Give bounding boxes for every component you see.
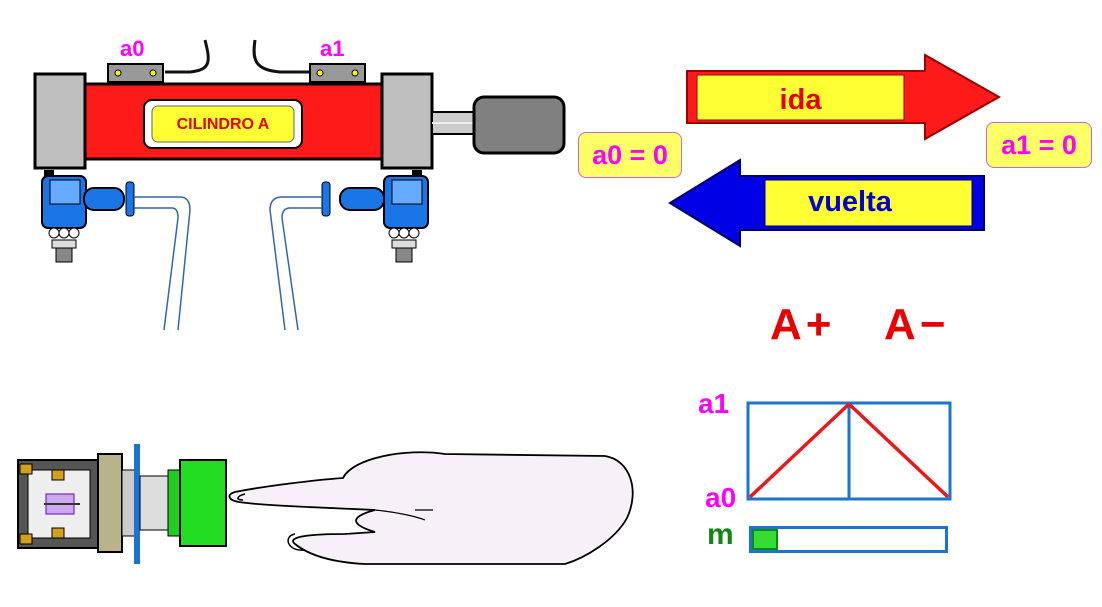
forward-arrow[interactable] xyxy=(685,53,1005,143)
m-progress-fill xyxy=(752,529,778,550)
cylinder-label: CILINDRO A xyxy=(176,116,270,133)
return-label: vuelta xyxy=(808,186,892,218)
sensor-a0-label: a0 xyxy=(120,36,145,61)
sequence-step-a-plus: A+ xyxy=(770,300,836,349)
diagram-label-a1: a1 xyxy=(698,388,730,419)
push-button-switch[interactable] xyxy=(10,440,240,570)
diagram-extend-line xyxy=(748,402,851,499)
diagram-label-m: m xyxy=(707,518,734,551)
status-a0-badge: a0 = 0 xyxy=(578,132,682,178)
diagram-label-a0: a0 xyxy=(705,482,737,513)
forward-label: ida xyxy=(779,84,822,116)
return-arrow[interactable] xyxy=(668,158,988,250)
status-a1-badge: a1 = 0 xyxy=(986,122,1092,168)
motion-diagram xyxy=(746,401,952,501)
sequence-step-a-minus: A− xyxy=(884,300,950,349)
sensor-a1-label: a1 xyxy=(320,36,345,61)
diagram-retract-line xyxy=(847,402,950,499)
m-progress-track xyxy=(749,526,948,553)
cylinder-assembly xyxy=(33,39,566,331)
hand-illustration xyxy=(228,451,634,565)
